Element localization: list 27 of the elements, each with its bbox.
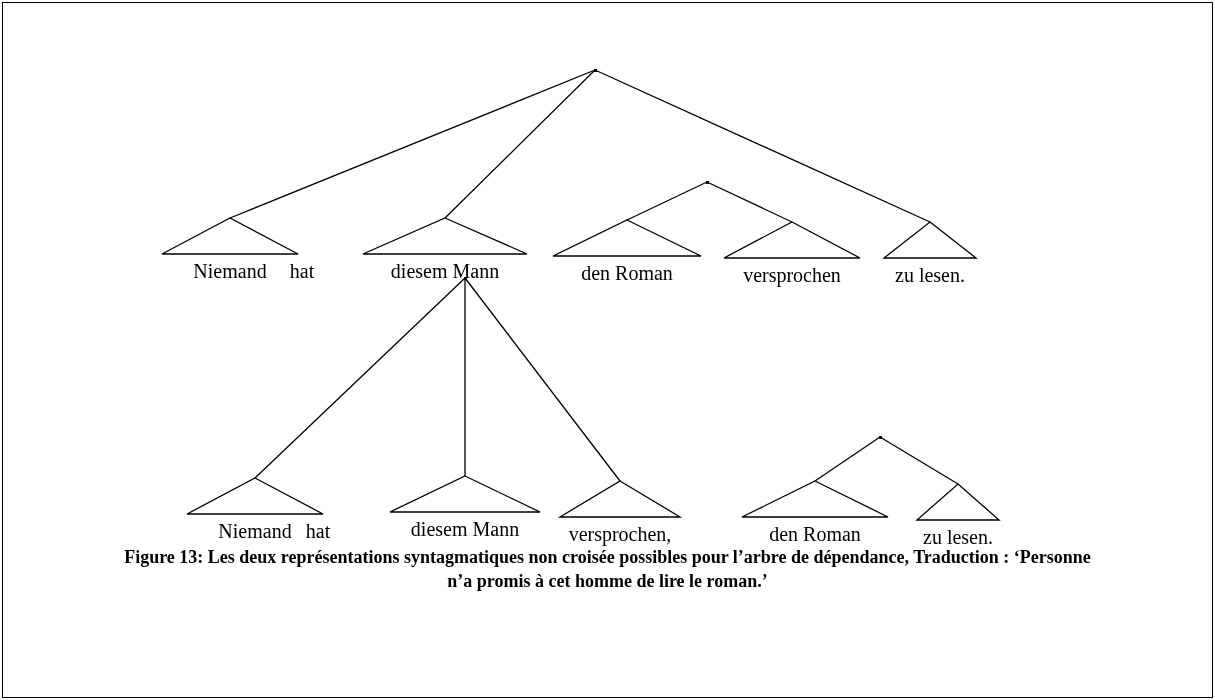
tree-branch <box>814 436 881 482</box>
tree-branch <box>879 436 959 485</box>
figure-caption: Figure 13: Les deux représentations syntagmatiques non croisée possibles pour l’arbre de dépendance, Traduction : ‘Personne n’a promis à cet homme de lire le roman.’ <box>123 546 1092 593</box>
tree-branch <box>444 69 596 219</box>
tree-branch <box>626 181 708 221</box>
word: zu lesen. <box>895 264 965 286</box>
word: Niemand <box>193 260 267 282</box>
word: diesem Mann <box>410 518 520 540</box>
branch-point <box>705 180 709 184</box>
word: den Roman <box>769 523 861 545</box>
branch-point <box>463 276 467 280</box>
branch-point <box>878 435 882 439</box>
word: Niemand <box>218 520 292 542</box>
tree-branch <box>464 277 621 482</box>
word: versprochen, <box>568 523 672 545</box>
word: hat <box>305 520 331 542</box>
tree-branch <box>254 277 466 479</box>
word: diesem Mann <box>390 260 500 282</box>
tree-branch <box>464 277 466 477</box>
word: versprochen <box>743 264 841 286</box>
branch-point <box>593 68 597 72</box>
tree-branch <box>229 69 596 219</box>
tree-branch <box>594 69 931 223</box>
word: den Roman <box>581 262 673 284</box>
word: zu lesen. <box>923 526 993 548</box>
tree-branch <box>706 181 793 223</box>
word: hat <box>289 260 315 282</box>
